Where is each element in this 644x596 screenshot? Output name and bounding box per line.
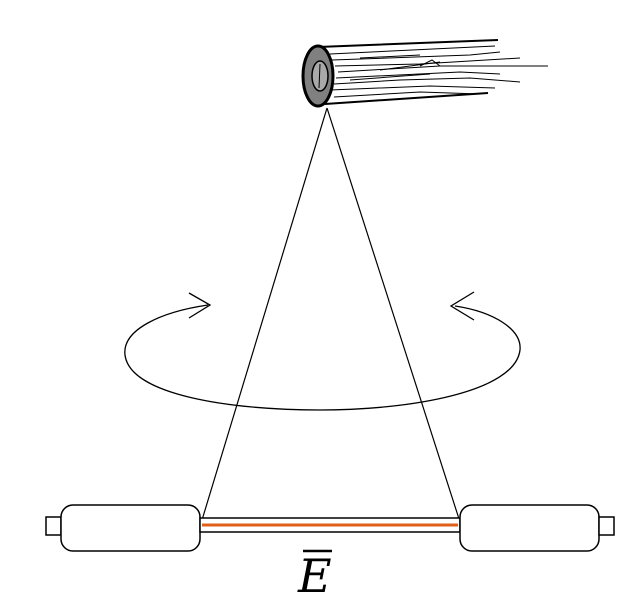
left-thread	[201, 107, 328, 521]
rod-assembly	[45, 504, 615, 552]
field-symbol: E	[297, 549, 332, 596]
rotation-arrow	[124, 291, 521, 411]
right-arrowhead	[449, 291, 475, 321]
right-end-cap	[598, 516, 615, 536]
suspension-threads	[201, 107, 461, 523]
right-thread	[326, 107, 461, 523]
log-support	[301, 39, 548, 108]
left-end-cap	[45, 516, 62, 536]
symbol-letter: E	[297, 549, 332, 596]
left-cylinder	[60, 504, 201, 552]
rotation-arc	[124, 304, 521, 411]
left-arrowhead	[188, 292, 212, 319]
right-cylinder	[459, 504, 600, 552]
wood-grain	[329, 45, 548, 98]
